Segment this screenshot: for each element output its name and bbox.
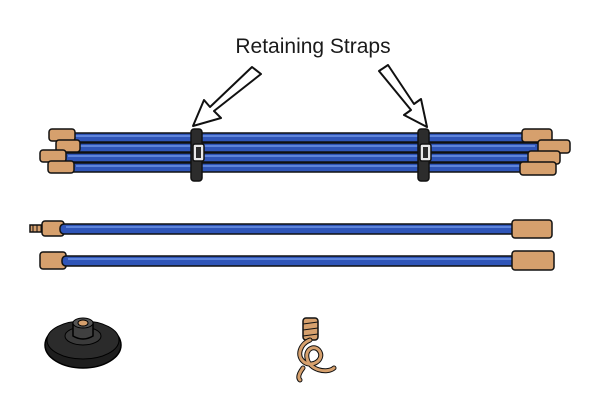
callout-arrows	[192, 64, 428, 128]
bundle-rod	[69, 162, 531, 173]
bundle-left-ferrules	[39, 128, 81, 174]
drain-rod-with-male-thread	[29, 219, 553, 239]
rod-bundle	[39, 128, 571, 182]
rubber-plunger-icon	[44, 317, 122, 369]
left-callout-arrow-icon	[192, 66, 262, 127]
retaining-strap-icon	[190, 128, 205, 182]
bundle-rod	[69, 142, 541, 153]
bundle-rod	[63, 132, 531, 143]
bundle-right-ferrules	[519, 128, 571, 176]
retaining-straps-label: Retaining Straps	[235, 35, 390, 58]
right-callout-arrow-icon	[378, 64, 428, 128]
worm-screw-icon	[296, 317, 337, 383]
retaining-strap-icon	[417, 128, 432, 182]
bundle-rod	[61, 152, 541, 163]
drain-rod-plain	[39, 250, 555, 271]
